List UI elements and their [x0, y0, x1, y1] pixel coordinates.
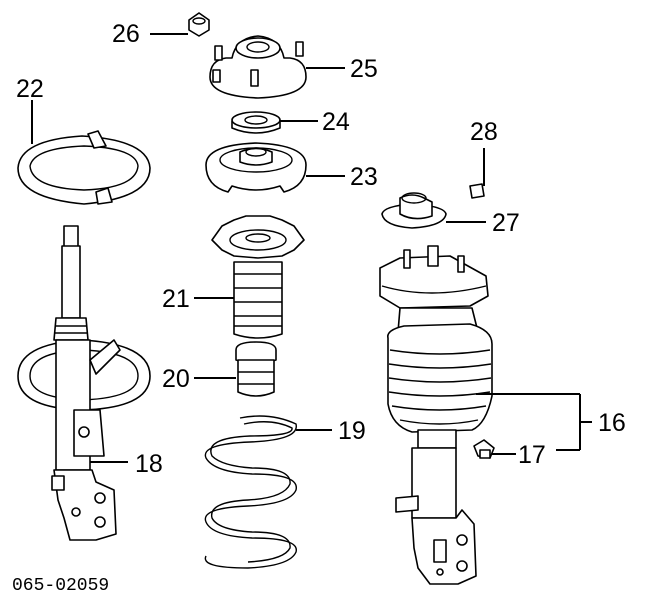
label-20: 20	[162, 365, 190, 393]
label-22: 22	[16, 75, 44, 103]
label-28: 28	[470, 118, 498, 146]
part-22-insulator	[17, 130, 151, 205]
label-18: 18	[135, 450, 163, 478]
label-21: 21	[162, 285, 190, 313]
label-24: 24	[322, 108, 350, 136]
part-26-nut	[188, 12, 210, 37]
diagram-code: 065-02059	[12, 576, 109, 596]
part-23-spring-seat	[205, 142, 307, 193]
part-17-connector	[473, 439, 495, 459]
label-19: 19	[338, 417, 366, 445]
label-25: 25	[350, 55, 378, 83]
label-16: 16	[598, 409, 626, 437]
part-20-bump-stop	[235, 341, 277, 397]
part-19-coil-spring	[204, 415, 297, 569]
part-18-strut-left	[17, 225, 151, 541]
label-27: 27	[492, 209, 520, 237]
label-26: 26	[112, 20, 140, 48]
part-21-dust-boot	[211, 215, 305, 339]
part-25-upper-mount	[209, 35, 307, 99]
part-24-bearing	[231, 111, 281, 134]
label-23: 23	[350, 163, 378, 191]
part-27-mount	[381, 192, 447, 229]
label-17: 17	[518, 441, 546, 469]
part-28-clip	[469, 183, 485, 199]
part-16-air-strut	[379, 245, 493, 585]
